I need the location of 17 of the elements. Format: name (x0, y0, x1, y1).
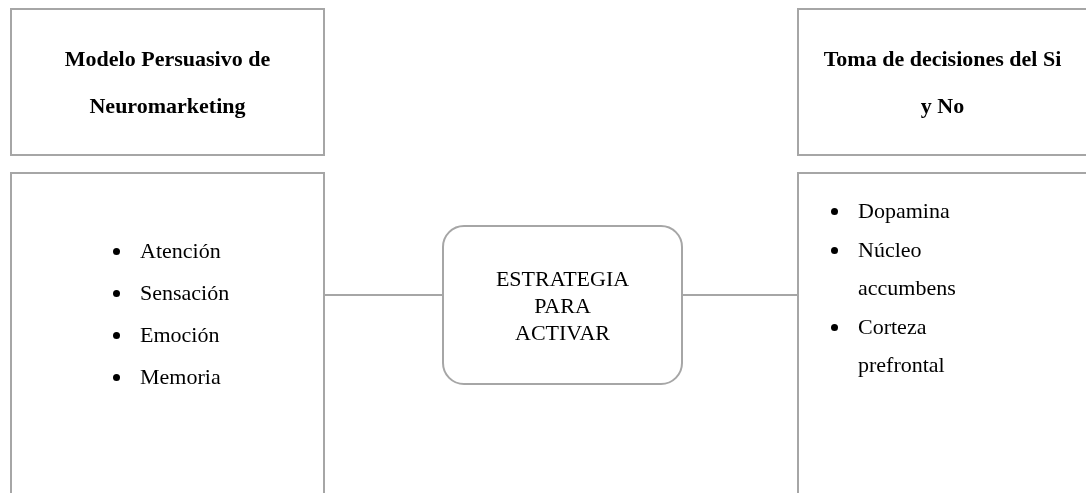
list-item: Atención (140, 238, 221, 263)
rounded-box (442, 225, 683, 385)
list-item: Sensación (140, 280, 230, 305)
list-item: Núcleo accumbens (858, 236, 956, 300)
text-box (797, 172, 1086, 493)
node-label: ESTRATEGIA PARA ACTIVAR (494, 264, 631, 346)
list-item: Dopamina (858, 198, 950, 223)
heading: Toma de decisiones del Si y No (822, 45, 1063, 120)
connector-line (324, 294, 443, 296)
text-box (797, 8, 1086, 156)
text-box (10, 8, 325, 156)
list-item: Corteza prefrontal (858, 313, 945, 377)
list-item: Memoria (140, 364, 221, 389)
connector-line (682, 294, 798, 296)
list-item: Emoción (140, 322, 220, 347)
heading: Modelo Persuasivo de Neuromarketing (63, 45, 272, 120)
text-box (10, 172, 325, 493)
